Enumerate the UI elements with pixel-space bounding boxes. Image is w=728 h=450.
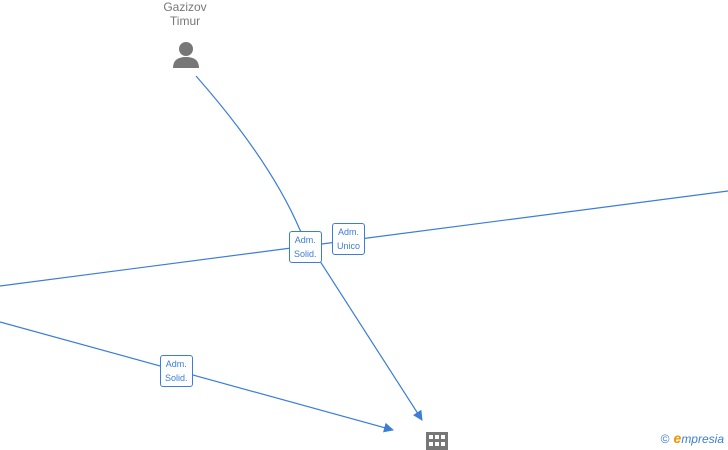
edge-label-adm-solid-2[interactable]: Adm. Solid. [160,355,193,387]
person-name-line2: Timur [169,14,201,28]
person-name[interactable]: Gazizov Timur [150,0,220,28]
edge-label-line1: Adm. [294,235,316,245]
edge-label-line1: Adm. [338,227,360,237]
brand-initial: e [673,430,682,446]
edge-label-line1: Adm. [165,359,187,369]
person-name-line1: Gazizov [163,0,207,14]
copyright-symbol: © [660,432,670,446]
edge-label-line2: Solid. [165,373,188,383]
person-icon[interactable] [173,42,199,68]
edge-label-adm-unico[interactable]: Adm. Unico [332,223,366,255]
edge-label-line2: Unico [337,241,361,251]
edge-label-adm-solid-1[interactable]: Adm. Solid. [289,231,322,263]
brand-logo: ©empresia [661,430,724,446]
building-icon[interactable] [426,432,448,450]
edge-left-to-company [0,321,394,433]
edge-label-line2: Solid. [294,249,317,259]
edge-person-to-company [195,75,423,421]
brand-name: mpresia [681,432,724,446]
